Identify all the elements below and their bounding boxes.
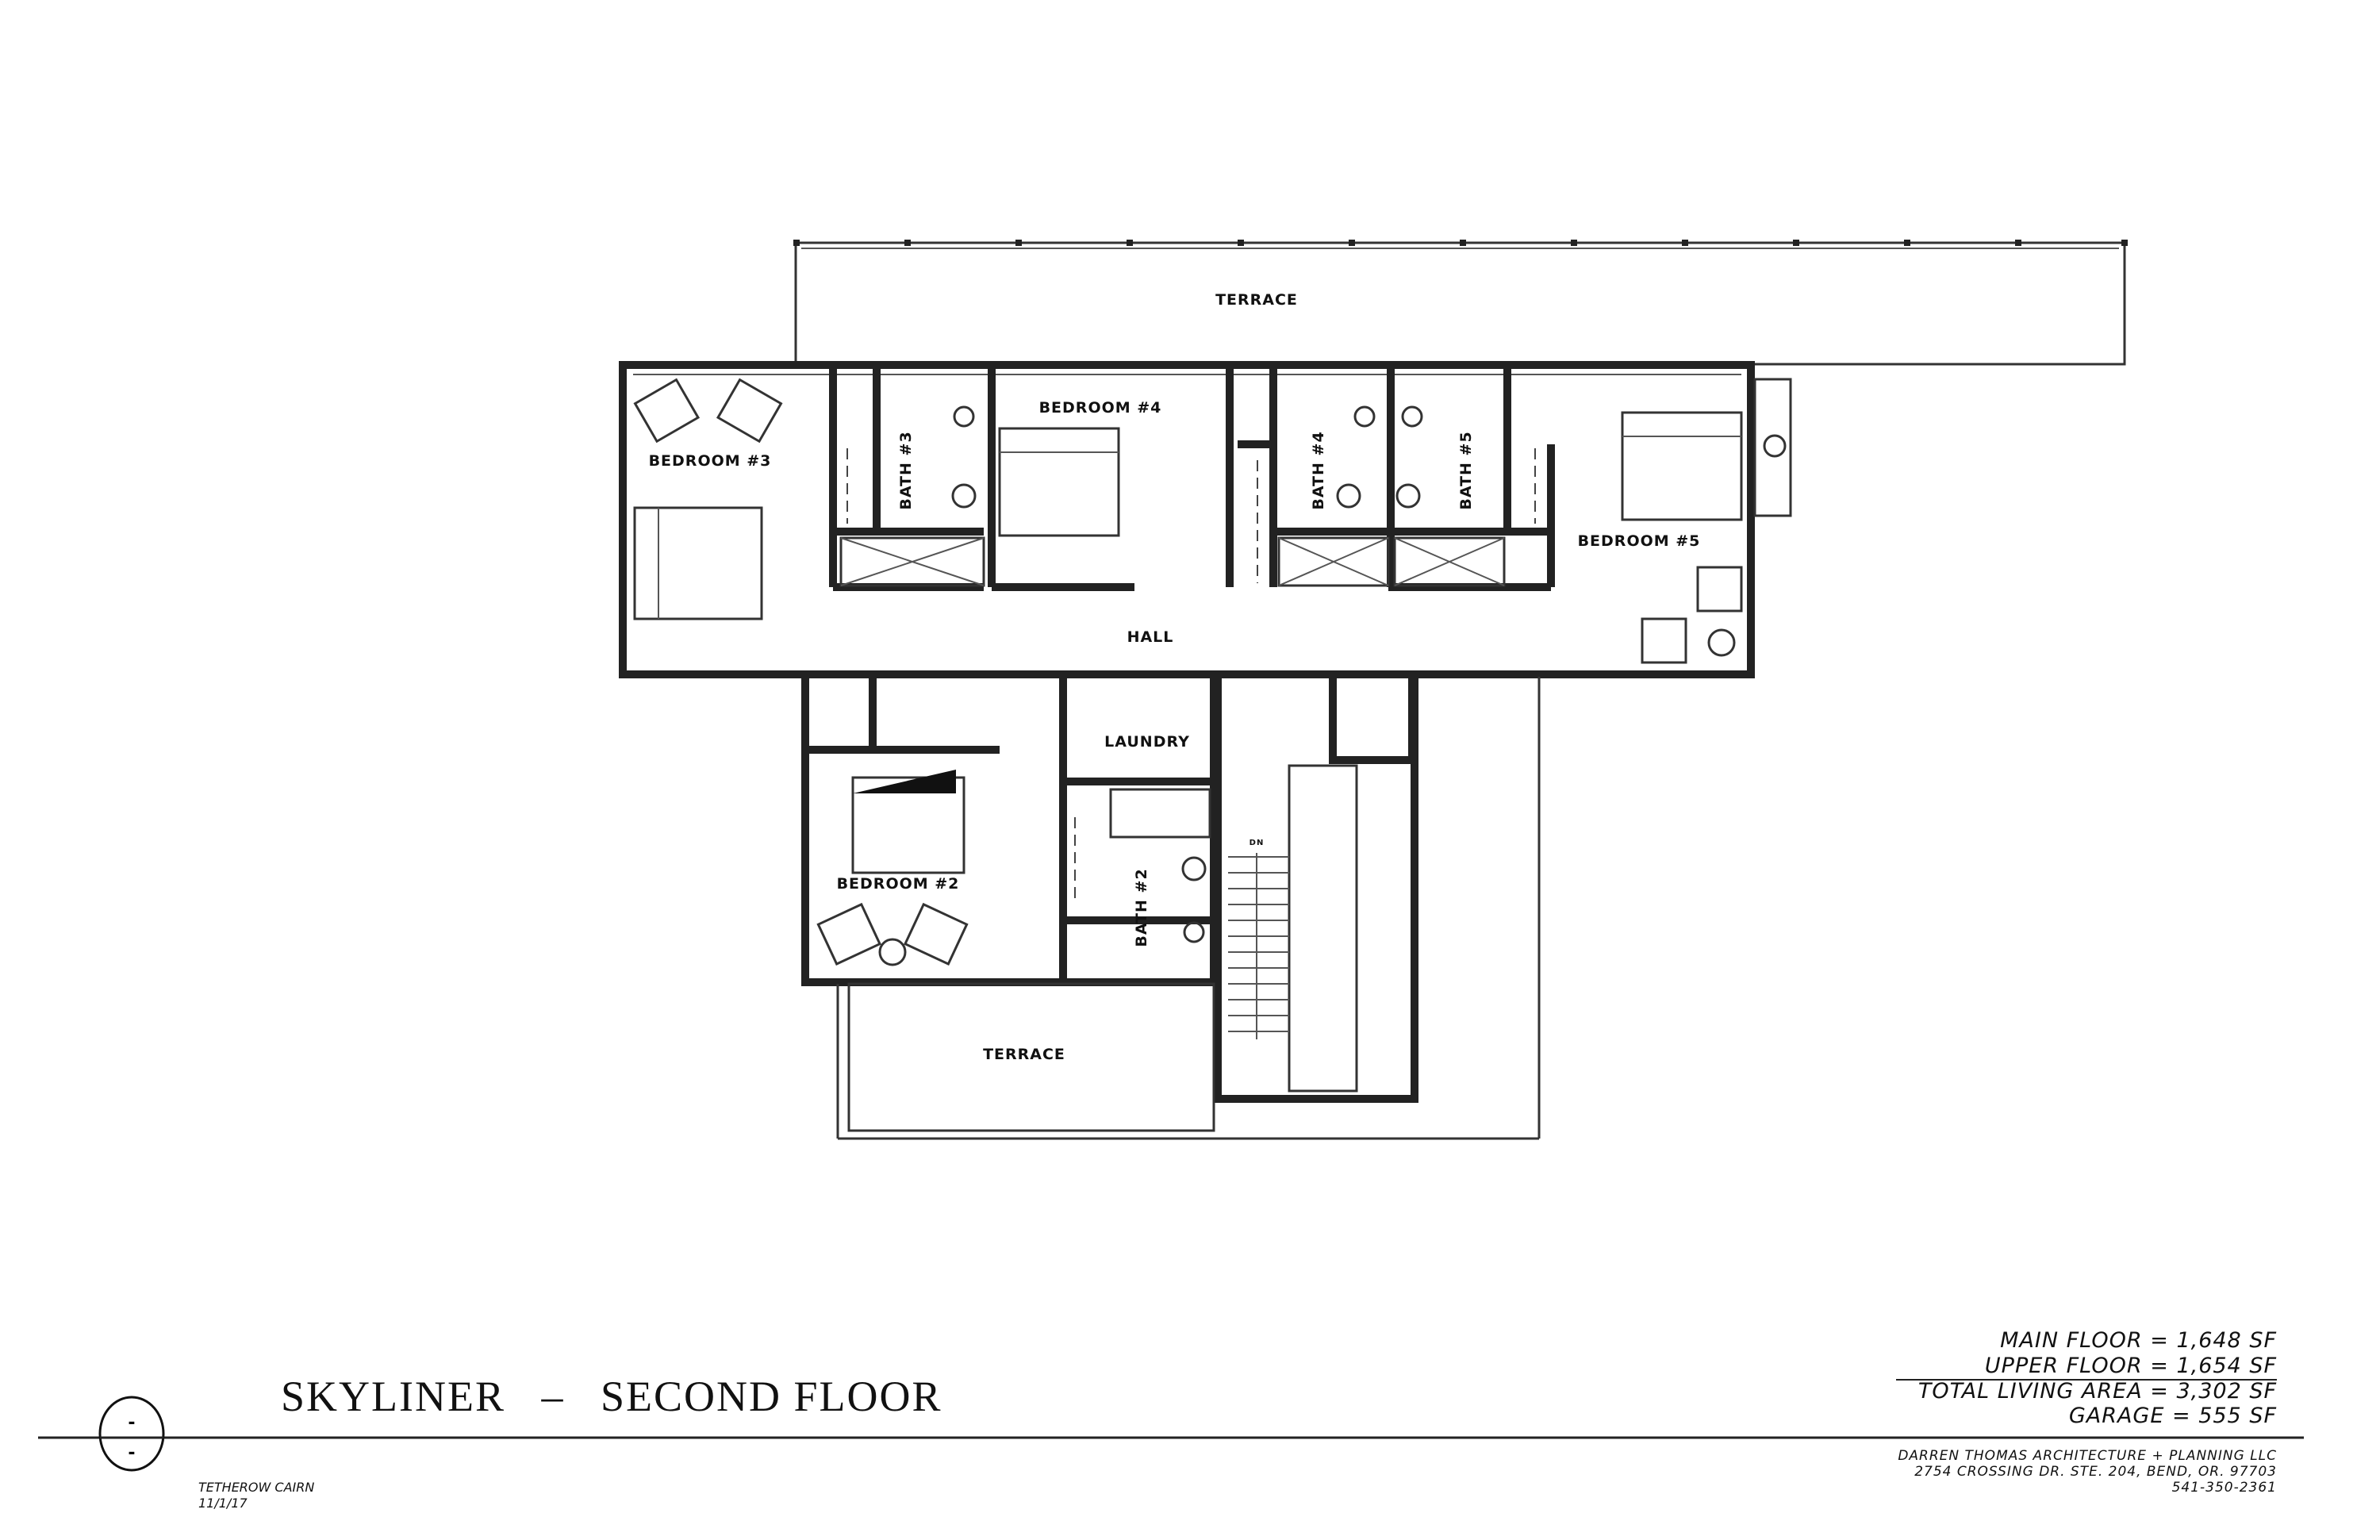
label-bath-3: BATH #3	[897, 431, 915, 509]
label-bedroom-2: BEDROOM #2	[837, 875, 960, 893]
firm-name: DARREN THOMAS ARCHITECTURE + PLANNING LL…	[1898, 1448, 2277, 1464]
label-hall: HALL	[1127, 628, 1174, 646]
firm-address: 2754 CROSSING DR. STE. 204, BEND, OR. 97…	[1914, 1464, 2277, 1480]
stair	[1214, 670, 1418, 1103]
area-garage: GARAGE = 555 SF	[2069, 1404, 2277, 1428]
sheet-marker-bottom: -	[128, 1443, 135, 1463]
project-date: 11/1/17	[198, 1496, 248, 1511]
area-upper-floor: UPPER FLOOR = 1,654 SF	[1985, 1354, 2277, 1378]
label-bath-2: BATH #2	[1133, 868, 1150, 947]
upper-block-walls	[619, 361, 1755, 678]
title-sheet: SECOND FLOOR	[601, 1373, 942, 1420]
upper-terrace	[793, 240, 2128, 366]
label-bedroom-4: BEDROOM #4	[1039, 399, 1162, 417]
label-bath-5: BATH #5	[1457, 431, 1475, 509]
title-separator: –	[541, 1373, 565, 1420]
project-name: TETHEROW CAIRN	[198, 1480, 314, 1495]
label-stair-down: DN	[1250, 839, 1265, 847]
lower-terrace	[836, 677, 1541, 1140]
label-terrace-upper: TERRACE	[1215, 291, 1298, 309]
label-bedroom-5: BEDROOM #5	[1578, 532, 1701, 550]
label-bedroom-3: BEDROOM #3	[649, 452, 772, 470]
sheet-title: SKYLINER – SECOND FLOOR	[281, 1373, 942, 1420]
title-project: SKYLINER	[281, 1373, 505, 1420]
area-main-floor: MAIN FLOOR = 1,648 SF	[2000, 1328, 2277, 1353]
firm-phone: 541-350-2361	[2172, 1480, 2277, 1496]
sheet-marker-top: -	[128, 1413, 135, 1433]
sheet-marker: - -	[98, 1396, 165, 1472]
label-bath-4: BATH #4	[1310, 431, 1327, 509]
lower-block-walls	[801, 670, 1218, 986]
label-terrace-lower: TERRACE	[983, 1046, 1065, 1063]
area-total: TOTAL LIVING AREA = 3,302 SF	[1918, 1379, 2277, 1404]
fireplace	[1753, 378, 1792, 517]
label-laundry: LAUNDRY	[1104, 733, 1190, 751]
